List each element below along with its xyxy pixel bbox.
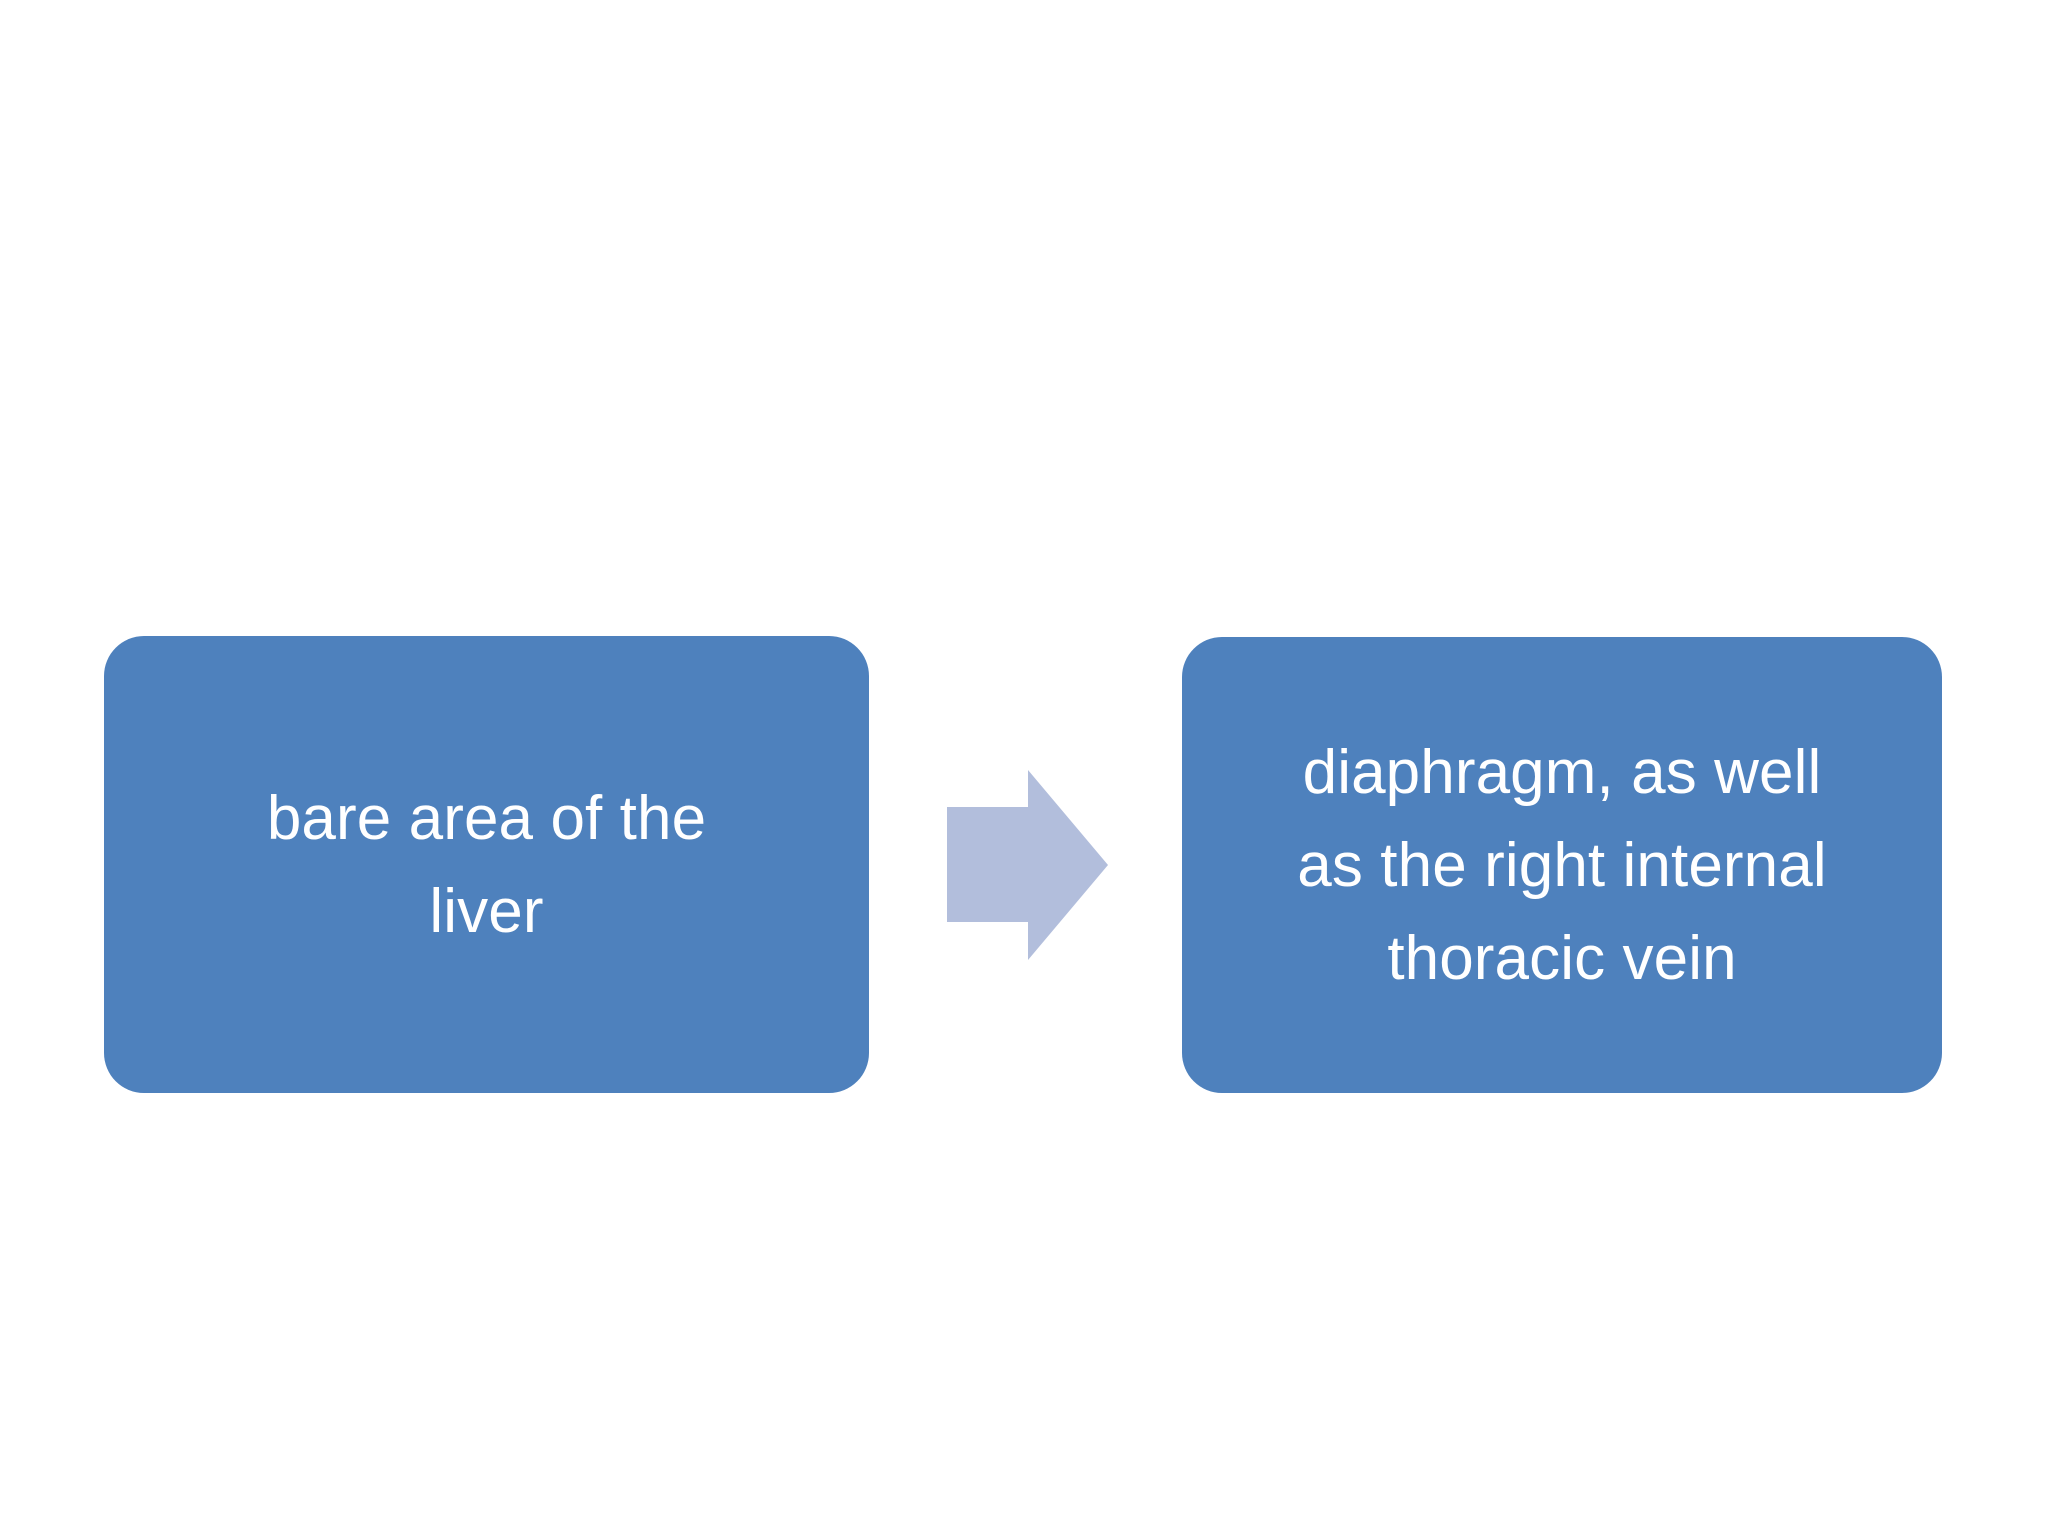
process-box-source[interactable]: bare area of the liver bbox=[104, 636, 869, 1093]
right-arrow-shape bbox=[947, 770, 1108, 960]
process-box-source-label: bare area of the liver bbox=[266, 783, 707, 946]
process-box-target[interactable]: diaphragm, as well as the right internal… bbox=[1182, 637, 1942, 1093]
process-box-target-label: diaphragm, as well as the right internal… bbox=[1297, 737, 1827, 993]
right-arrow-icon bbox=[947, 770, 1108, 960]
